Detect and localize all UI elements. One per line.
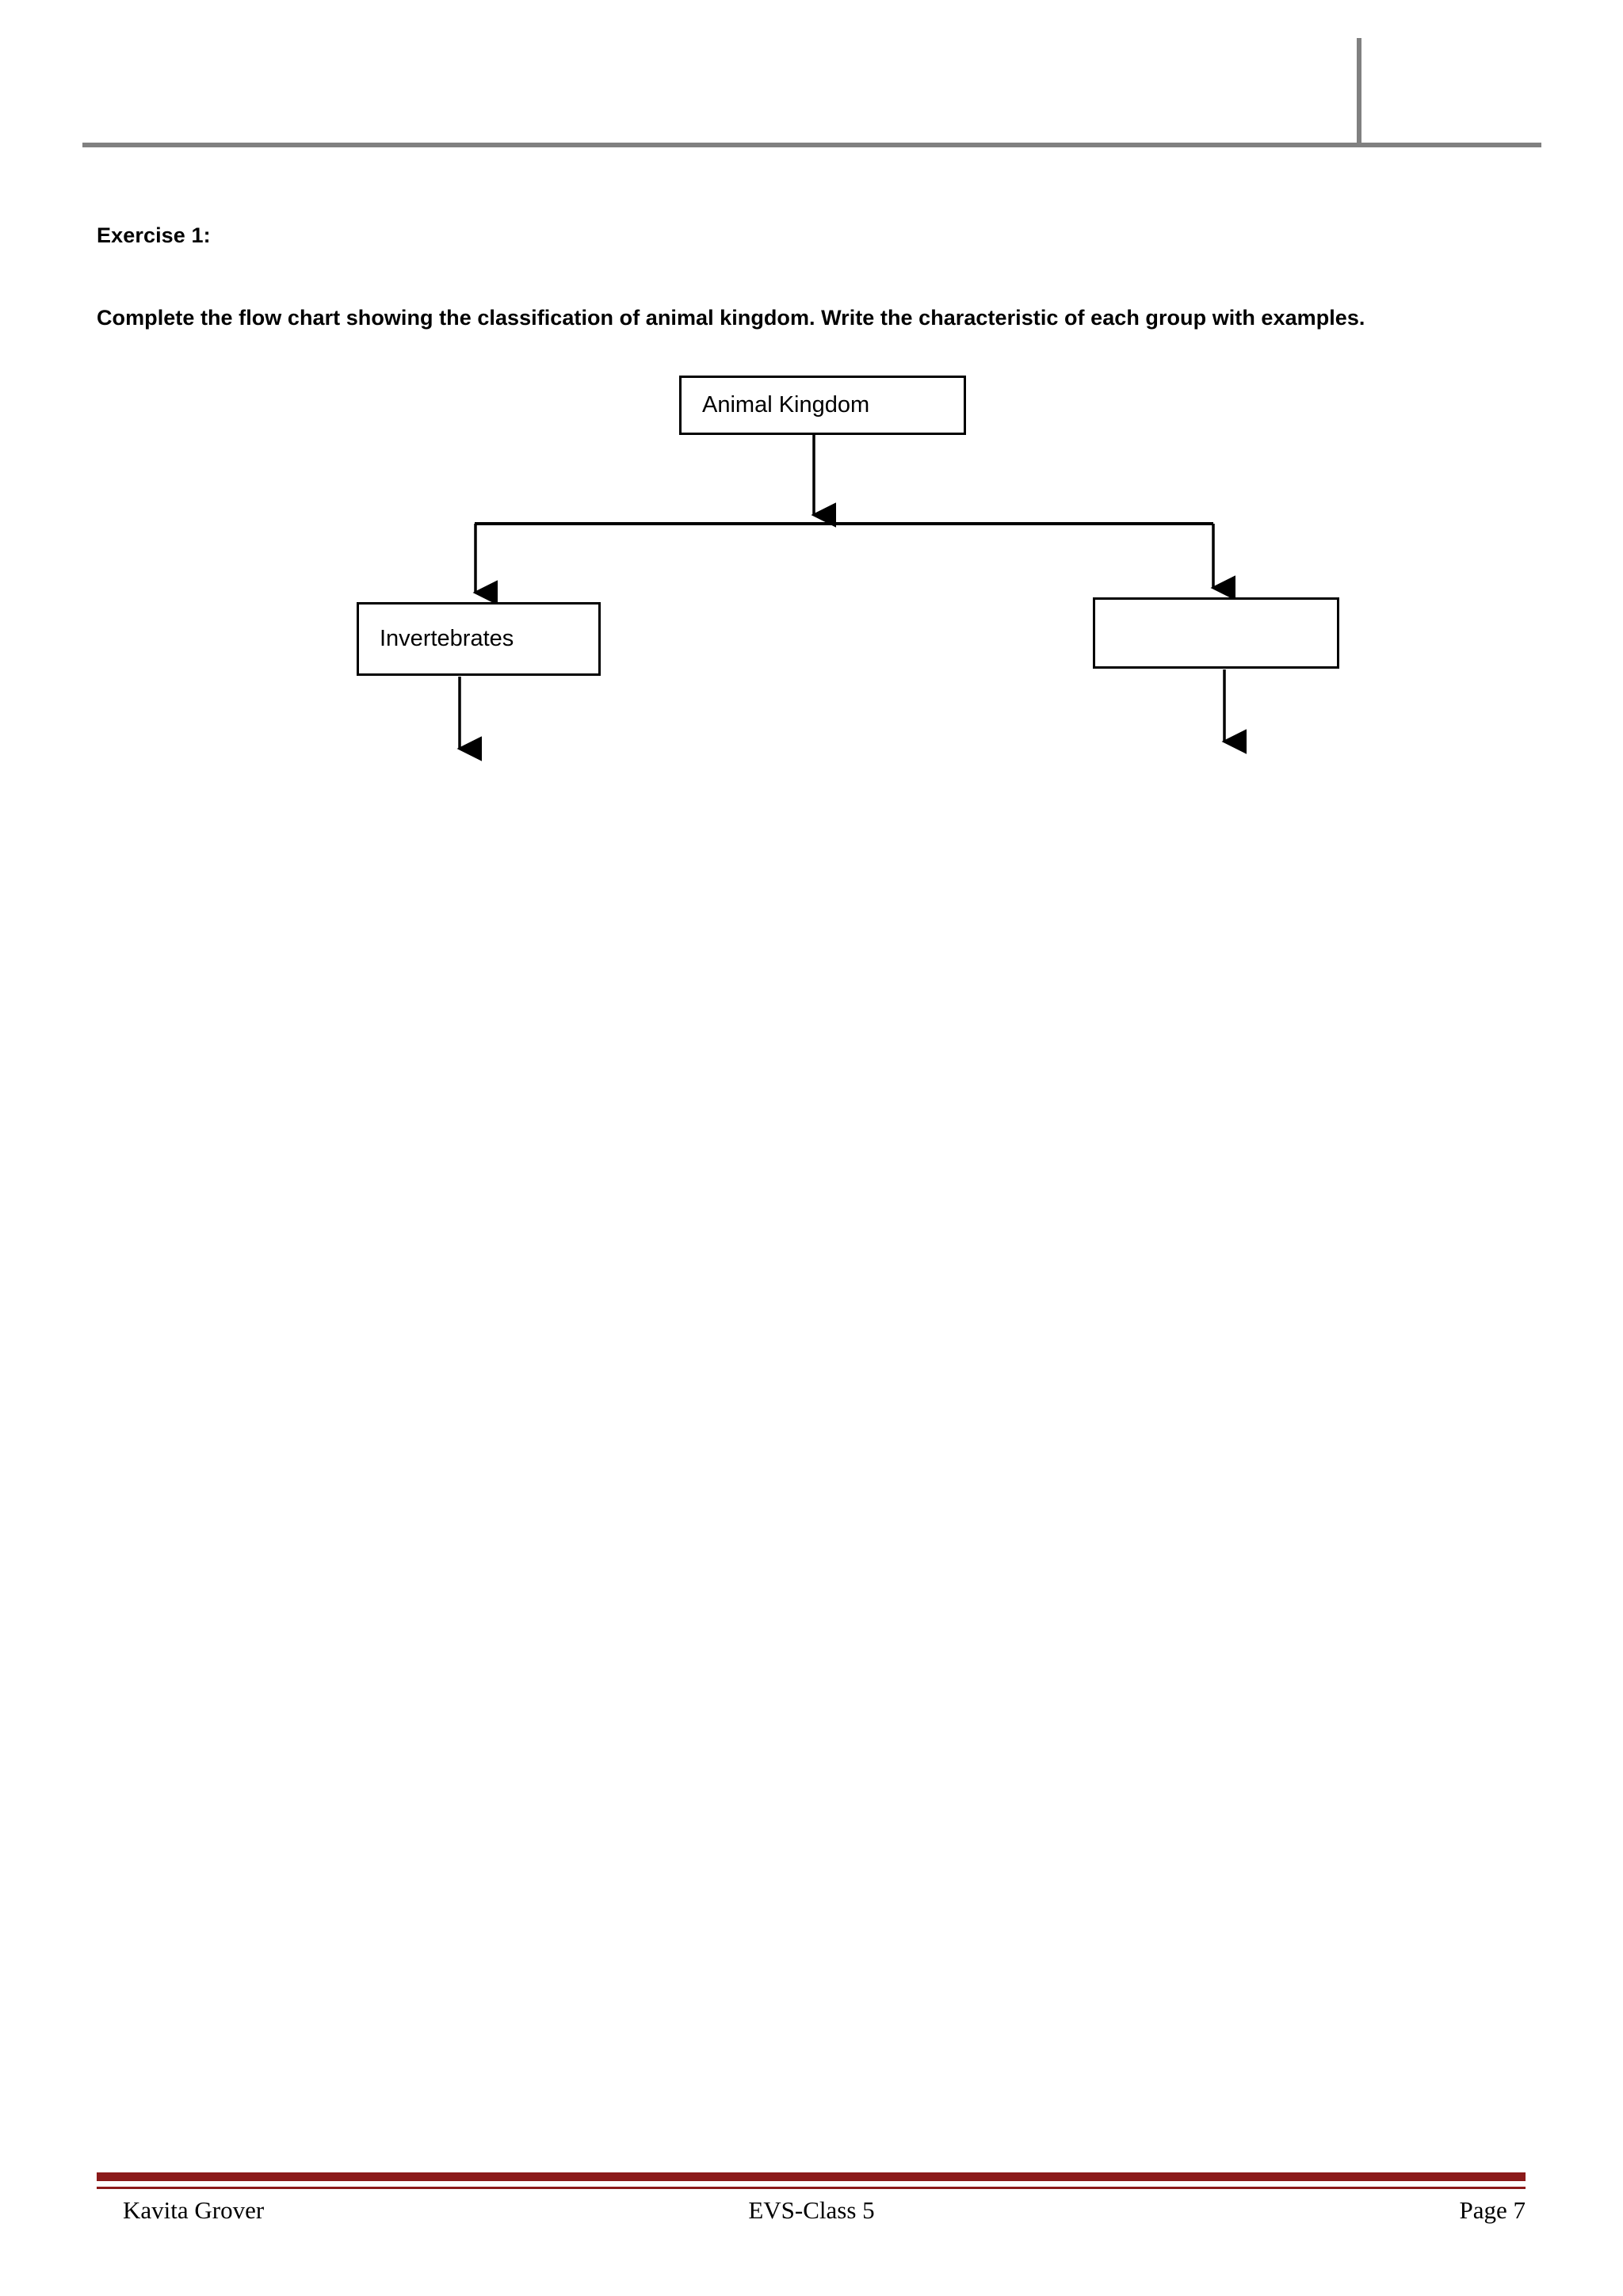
- flowchart-node-blank[interactable]: [1093, 597, 1339, 669]
- header-tab-marker-icon: [1357, 38, 1361, 146]
- flowchart-node-animal-kingdom[interactable]: Animal Kingdom: [679, 376, 966, 435]
- footer-rule-thin: [97, 2187, 1526, 2189]
- footer-author: Kavita Grover: [123, 2196, 265, 2224]
- flowchart-node-invertebrates[interactable]: Invertebrates: [357, 602, 601, 676]
- footer-subject: EVS-Class 5: [748, 2196, 875, 2224]
- footer-rule-thick: [97, 2172, 1526, 2181]
- header-rule: [82, 143, 1541, 147]
- footer-page-number: Page 7: [1459, 2196, 1526, 2224]
- exercise-label: Exercise 1:: [97, 223, 211, 247]
- instruction-paragraph: Complete the flow chart showing the clas…: [97, 306, 1365, 330]
